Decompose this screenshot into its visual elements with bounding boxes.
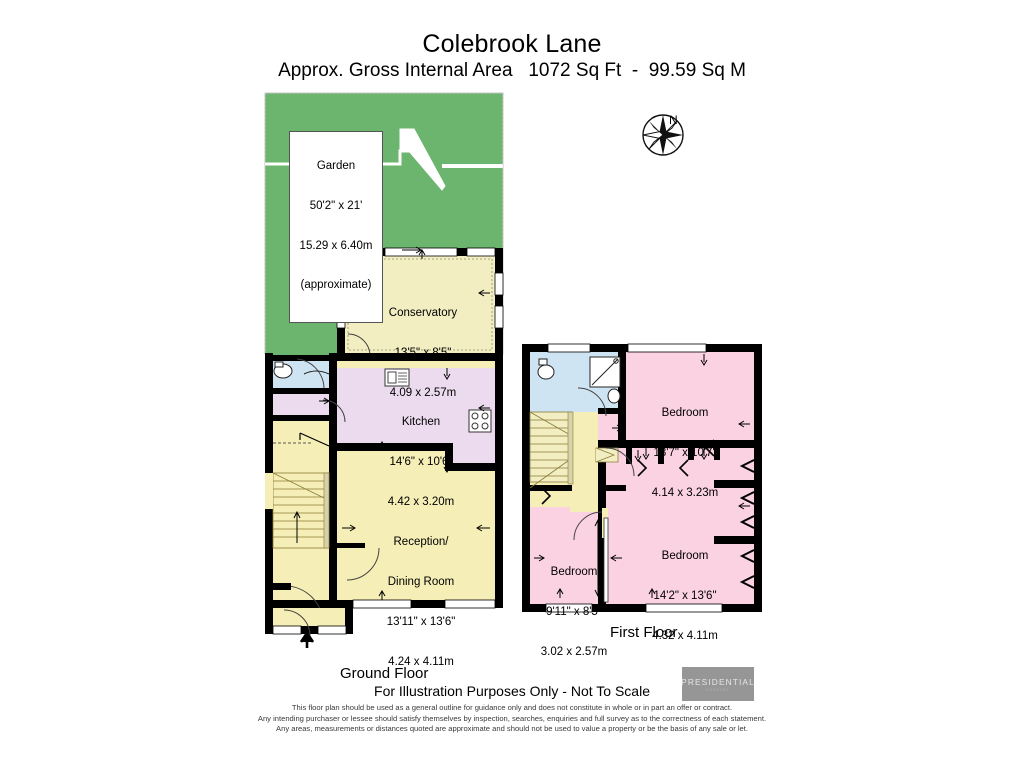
disclaimer: This floor plan should be used as a gene… xyxy=(0,703,1024,735)
compass-rose-icon xyxy=(642,114,684,156)
first-floor-plan xyxy=(522,343,762,613)
ground-floor-label: Ground Floor xyxy=(340,665,429,682)
garden-note: (approximate) xyxy=(300,279,372,292)
garden-imperial: 50'2" x 21' xyxy=(309,200,363,213)
illustration-note: For Illustration Purposes Only - Not To … xyxy=(374,683,650,699)
stair-treads-first xyxy=(529,411,619,489)
compass-north-label: N xyxy=(669,113,678,127)
brand-name: PRESIDENTIAL xyxy=(681,676,755,687)
garden-label: Garden 50'2" x 21' 15.29 x 6.40m (approx… xyxy=(289,131,383,323)
disclaimer-line-3: Any areas, measurements or distances quo… xyxy=(276,724,748,734)
first-floor-label: First Floor xyxy=(610,624,678,641)
page-title: Colebrook Lane xyxy=(422,30,602,58)
garden-name: Garden xyxy=(316,160,356,173)
garden-metric: 15.29 x 6.40m xyxy=(299,239,373,252)
disclaimer-line-1: This floor plan should be used as a gene… xyxy=(291,703,733,712)
brand-logo: PRESIDENTIAL ESTATES xyxy=(681,667,755,701)
brand-sub: ESTATES xyxy=(706,687,730,692)
disclaimer-line-2: Any intending purchaser or lessee should… xyxy=(257,713,767,723)
staircase-ground xyxy=(272,432,330,549)
page-subtitle: Approx. Gross Internal Area 1072 Sq Ft -… xyxy=(278,60,746,81)
bedroom-3-metric: 3.02 x 2.57m xyxy=(540,646,608,659)
ground-floor-structure xyxy=(265,350,503,648)
